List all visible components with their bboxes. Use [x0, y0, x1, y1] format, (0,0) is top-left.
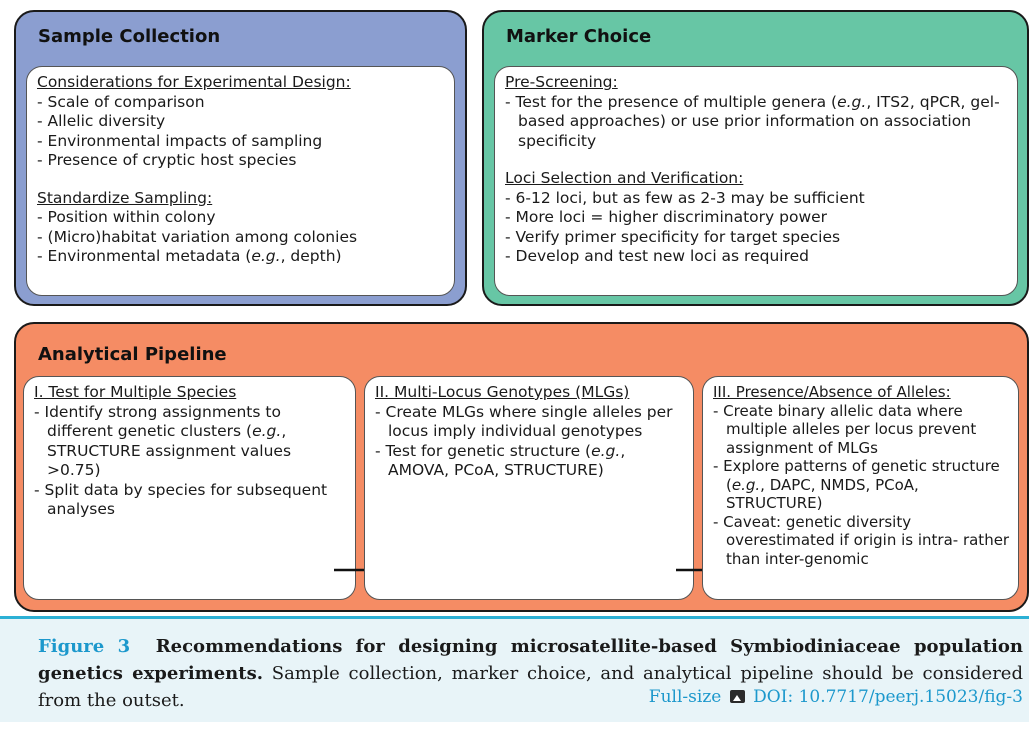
loci-item: - Verify primer specificity for target s…	[505, 227, 841, 246]
standardize-item: - Position within colony	[37, 208, 216, 226]
loci-header: Loci Selection and Verification:	[505, 169, 744, 187]
prescreen-item: - Test for the presence of multiple gene…	[505, 92, 1000, 150]
loci-item: - More loci = higher discriminatory powe…	[505, 208, 828, 226]
marker-choice-card: Pre-Screening: - Test for the presence o…	[494, 66, 1018, 296]
sample-collection-card: Considerations for Experimental Design: …	[26, 66, 455, 296]
analytical-pipeline-panel: Analytical Pipeline I. Test for Multiple…	[14, 322, 1029, 612]
design-item: - Environmental impacts of sampling	[37, 131, 323, 150]
step-3-item: - Explore patterns of genetic structure …	[713, 457, 1000, 512]
step-1-item: - Split data by species for subsequent a…	[34, 480, 328, 519]
step-3-header: III. Presence/Absence of Alleles:	[713, 383, 951, 401]
standardize-header: Standardize Sampling:	[37, 188, 213, 207]
step-3-item: - Caveat: genetic diversity overestimate…	[713, 512, 1010, 568]
analytical-pipeline-title: Analytical Pipeline	[38, 344, 227, 365]
loci-item: - Develop and test new loci as required	[505, 247, 809, 265]
sample-collection-panel: Sample Collection Considerations for Exp…	[14, 10, 467, 306]
standardize-item: - (Micro)habitat variation among colonie…	[37, 227, 358, 246]
doi-link[interactable]: DOI: 10.7717/peerj.15023/fig-3	[753, 687, 1023, 707]
marker-choice-title: Marker Choice	[506, 26, 652, 47]
design-item: - Presence of cryptic host species	[37, 151, 297, 169]
image-icon[interactable]	[729, 690, 745, 703]
sample-collection-title: Sample Collection	[38, 26, 221, 47]
pipeline-step-2-card: II. Multi-Locus Genotypes (MLGs) - Creat…	[364, 376, 694, 600]
loci-item: - 6-12 loci, but as few as 2-3 may be su…	[505, 188, 865, 207]
step-1-item: - Identify strong assignments to differe…	[34, 402, 292, 480]
step-3-item: - Create binary allelic data where multi…	[713, 401, 977, 457]
figure-caption-text: Sample collection, marker choice, and an…	[38, 663, 1023, 711]
pipeline-step-1-card: I. Test for Multiple Species - Identify …	[23, 376, 356, 600]
prescreen-header: Pre-Screening:	[505, 73, 618, 91]
figure-caption: Figure 3 Recommendations for designing m…	[38, 633, 1023, 714]
design-header: Considerations for Experimental Design:	[37, 73, 351, 91]
figure-caption-band: Figure 3 Recommendations for designing m…	[0, 616, 1029, 722]
marker-choice-panel: Marker Choice Pre-Screening: - Test for …	[482, 10, 1029, 306]
standardize-item: - Environmental metadata (e.g., depth)	[37, 247, 342, 265]
step-2-item: - Create MLGs where single alleles per l…	[375, 402, 673, 441]
step-1-header: I. Test for Multiple Species	[34, 383, 237, 401]
full-size-link[interactable]: Full-size	[648, 687, 722, 707]
step-2-header: II. Multi-Locus Genotypes (MLGs)	[375, 383, 630, 401]
figure-links: Full-size DOI: 10.7717/peerj.15023/fig-3	[649, 687, 1023, 707]
pipeline-step-3-card: III. Presence/Absence of Alleles: - Crea…	[702, 376, 1019, 600]
figure-title: Recommendations for designing microsatel…	[38, 636, 1023, 684]
figure-number: Figure 3	[38, 636, 131, 657]
design-item: - Allelic diversity	[37, 112, 166, 130]
step-2-item: - Test for genetic structure (e.g., AMOV…	[375, 441, 626, 480]
design-item: - Scale of comparison	[37, 92, 205, 111]
